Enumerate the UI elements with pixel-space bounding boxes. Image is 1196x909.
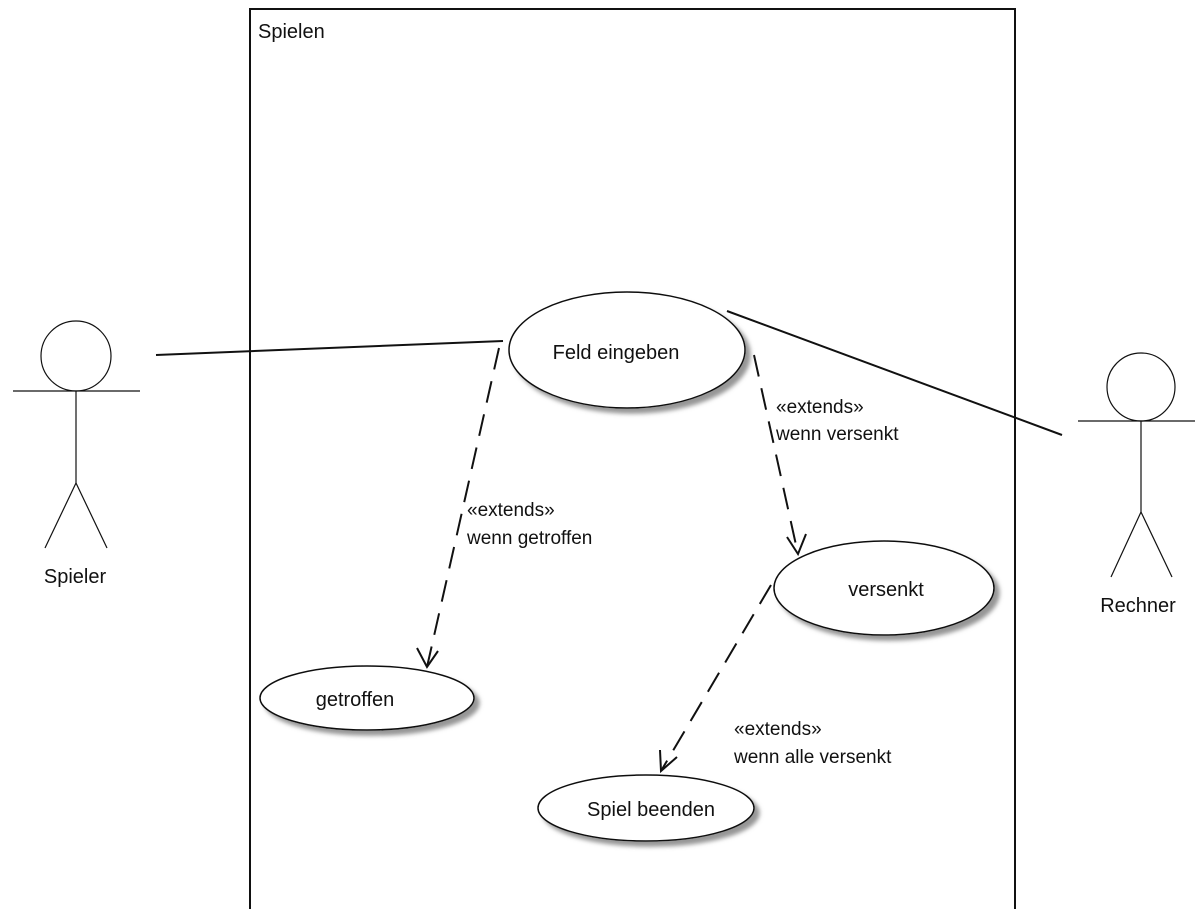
actor-label: Rechner <box>1100 595 1176 617</box>
use-case-ellipse <box>773 540 995 636</box>
use-case-ellipse <box>259 665 475 731</box>
extends-arrow-spiel-beenden <box>660 584 772 772</box>
actor-left-leg <box>1110 511 1142 578</box>
actor-left-leg <box>44 482 77 549</box>
system-boundary-box <box>249 8 1016 909</box>
actor-head <box>40 320 112 392</box>
use-case-label: versenkt <box>848 579 924 601</box>
use-case-label: Spiel beenden <box>587 799 715 821</box>
extends-relations <box>416 347 807 772</box>
system-boundary: Spielen <box>249 8 1016 909</box>
extends-arrow-getroffen <box>416 347 500 669</box>
use-case-label: Feld eingeben <box>553 342 680 364</box>
use-case-ellipse <box>508 291 746 409</box>
extends-stereotype: «extends» <box>734 719 822 740</box>
associations <box>155 310 1063 436</box>
use-case-spiel-beenden[interactable]: Spiel beenden <box>537 774 755 842</box>
actor-right-leg <box>75 482 108 549</box>
extends-arrow-versenkt <box>753 354 807 557</box>
extends-stereotype: «extends» <box>776 397 864 418</box>
system-boundary-title: Spielen <box>258 21 325 43</box>
extends-stereotype: «extends» <box>467 500 555 521</box>
extends-condition: wenn alle versenkt <box>733 747 892 768</box>
association-spieler-feld-eingeben <box>155 340 504 356</box>
actor-head <box>1106 352 1176 422</box>
use-case-ellipse <box>537 774 755 842</box>
extends-label-spiel-beenden: «extends» wenn alle versenkt <box>733 719 892 768</box>
extends-arrowhead-spiel-beenden <box>659 749 678 774</box>
use-case-feld-eingeben[interactable]: Feld eingeben <box>508 291 746 409</box>
use-case-getroffen[interactable]: getroffen <box>259 665 475 731</box>
use-case-versenkt[interactable]: versenkt <box>773 540 995 636</box>
extends-condition: wenn getroffen <box>466 528 592 549</box>
actor-rechner[interactable]: Rechner <box>1078 352 1195 617</box>
association-rechner-feld-eingeben <box>726 310 1063 436</box>
extends-label-versenkt: «extends» wenn versenkt <box>775 397 899 445</box>
extends-condition: wenn versenkt <box>775 424 899 445</box>
actor-right-leg <box>1140 511 1173 578</box>
extends-label-getroffen: «extends» wenn getroffen <box>466 500 592 549</box>
actor-spieler[interactable]: Spieler <box>13 320 140 588</box>
use-case-label: getroffen <box>316 689 395 711</box>
actor-label: Spieler <box>44 566 107 588</box>
